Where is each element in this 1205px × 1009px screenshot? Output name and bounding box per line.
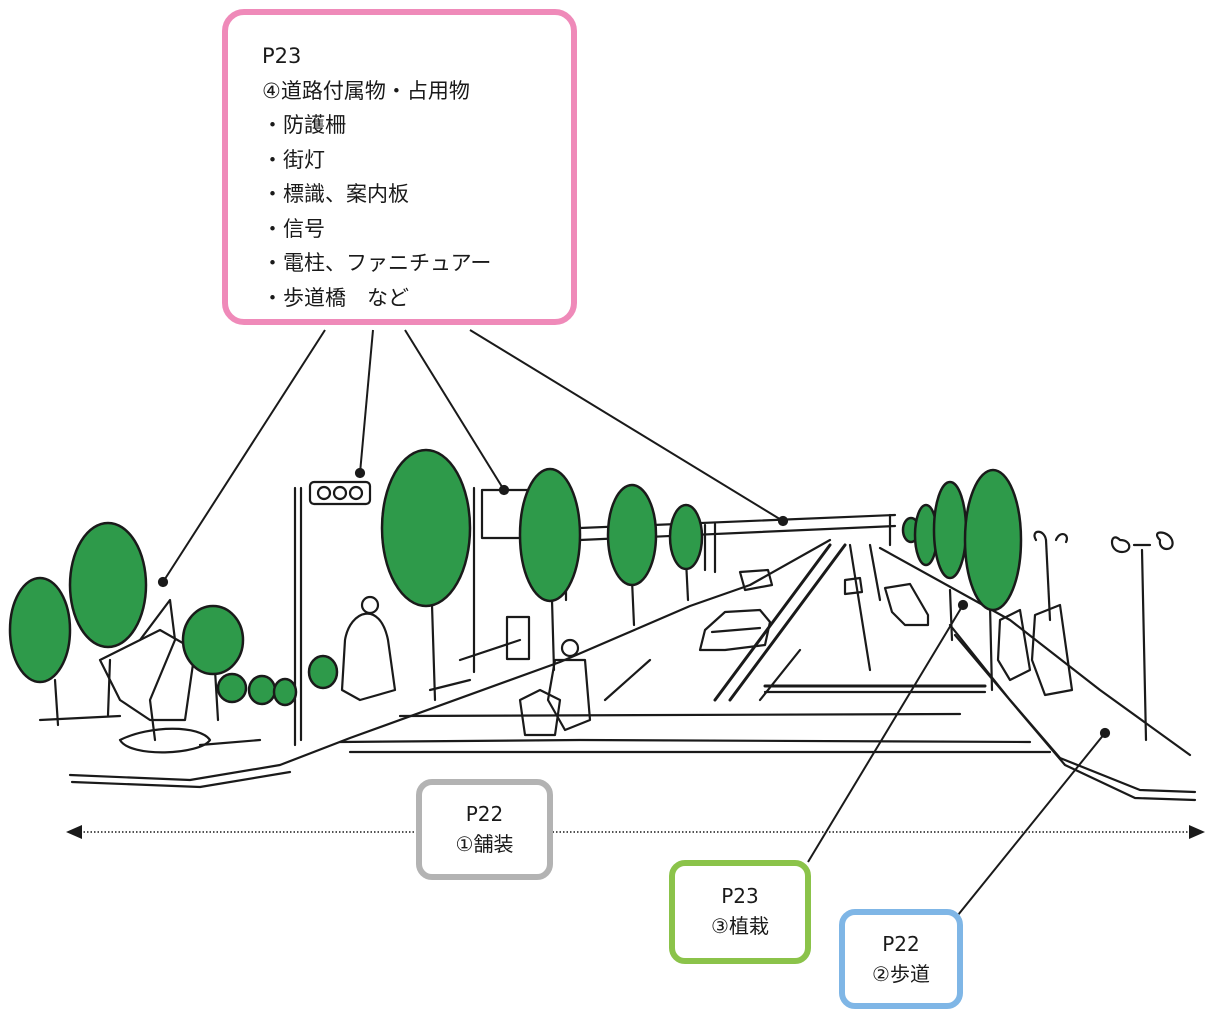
callout-sidewalk: P22 ②歩道 xyxy=(839,909,963,1009)
callout-label: ③植栽 xyxy=(711,914,769,938)
list-item: ・電柱、ファニチュアー xyxy=(262,251,492,275)
callout-page-ref: P23 xyxy=(262,44,302,68)
callout-page-ref: P22 xyxy=(882,932,920,956)
callout-label: ①舗装 xyxy=(455,832,514,856)
callout-road-fixtures: P23 ④道路付属物・占用物 ・防護柵 ・街灯 ・標識、案内板 ・信号 ・電柱、… xyxy=(222,9,577,325)
paving-extent-arrow xyxy=(66,825,1205,839)
list-item: ・防護柵 xyxy=(262,113,346,137)
list-item: ・街灯 xyxy=(262,147,325,172)
callout-label: ②歩道 xyxy=(872,962,930,986)
list-item: ・歩道橋 など xyxy=(262,285,409,310)
list-item: ・標識、案内板 xyxy=(262,182,409,206)
callout-page-ref: P23 xyxy=(721,884,759,908)
callout-leaders xyxy=(162,329,1106,916)
callout-title: ④道路付属物・占用物 xyxy=(262,78,470,103)
list-item: ・信号 xyxy=(262,216,325,241)
callout-page-ref: P22 xyxy=(465,802,504,826)
callout-planting: P23 ③植栽 xyxy=(669,860,811,964)
callout-paving: P22 ①舗装 xyxy=(416,779,553,880)
trees xyxy=(8,448,1023,707)
